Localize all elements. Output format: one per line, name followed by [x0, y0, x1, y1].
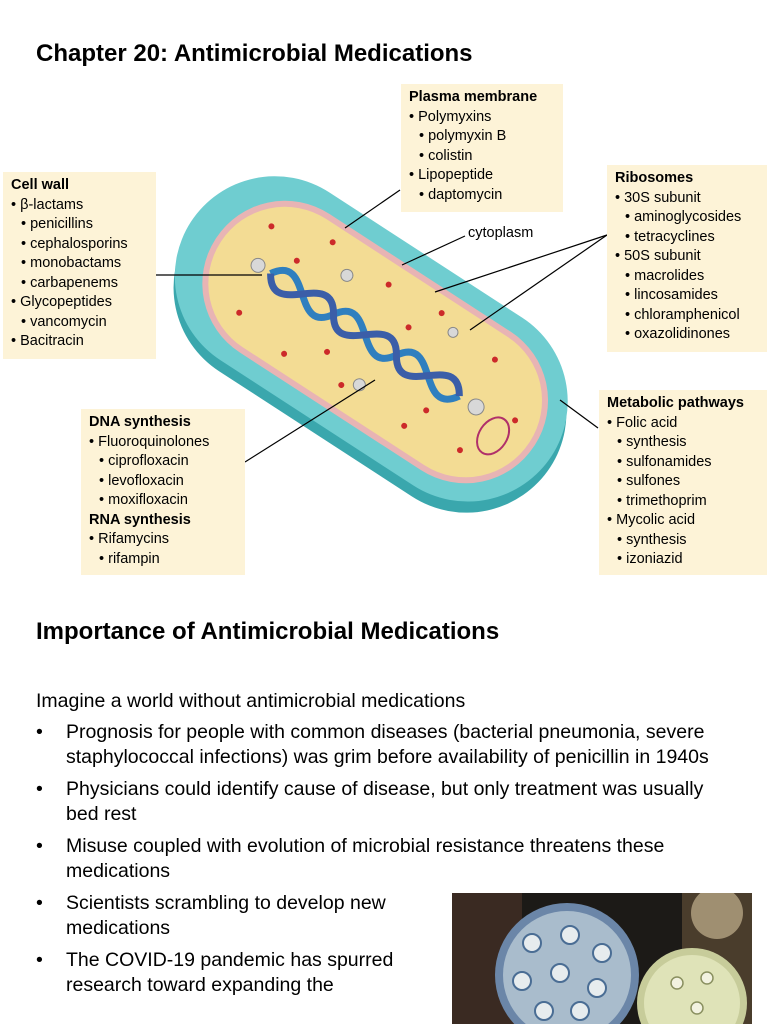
cell-wall-box: Cell wall β-lactamspenicillinscephalospo… [3, 172, 156, 359]
label-list-item: sulfones [607, 472, 759, 492]
label-list-item: 30S subunit [615, 189, 759, 209]
ribosomes-list: 30S subunitaminoglycosidestetracyclines5… [615, 189, 759, 345]
label-list-item: penicillins [11, 215, 148, 235]
label-list-item: chloramphenicol [615, 306, 759, 326]
bullet-item: Physicians could identify cause of disea… [36, 777, 736, 827]
petri-dish-photo [452, 893, 752, 1024]
label-list-item: synthesis [607, 433, 759, 453]
bullet-item: Prognosis for people with common disease… [36, 720, 736, 770]
cytoplasm-label: cytoplasm [468, 225, 533, 241]
label-list-item: rifampin [89, 550, 237, 570]
dna-rna-box: DNA synthesis Fluoroquinolonesciprofloxa… [81, 409, 245, 575]
bullet-item: Misuse coupled with evolution of microbi… [36, 834, 736, 884]
label-list-item: levofloxacin [89, 472, 237, 492]
cell-wall-heading: Cell wall [11, 176, 148, 196]
label-list-item: polymyxin B [409, 127, 555, 147]
label-list-item: β-lactams [11, 196, 148, 216]
label-list-item: Bacitracin [11, 332, 148, 352]
line-plasma-membrane [345, 190, 400, 228]
label-list-item: trimethoprim [607, 492, 759, 512]
label-list-item: cephalosporins [11, 235, 148, 255]
label-list-item: oxazolidinones [615, 325, 759, 345]
section-title: Importance of Antimicrobial Medications [36, 618, 499, 646]
label-list-item: Folic acid [607, 414, 759, 434]
label-list-item: monobactams [11, 254, 148, 274]
label-list-item: Glycopeptides [11, 293, 148, 313]
label-list-item: Polymyxins [409, 108, 555, 128]
label-list-item: moxifloxacin [89, 491, 237, 511]
cell-wall-list: β-lactamspenicillinscephalosporinsmonoba… [11, 196, 148, 352]
rna-synthesis-list: Rifamycinsrifampin [89, 530, 237, 569]
metabolic-heading: Metabolic pathways [607, 394, 759, 414]
label-list-item: vancomycin [11, 313, 148, 333]
line-ribosomes-1 [435, 235, 607, 292]
line-dna-synthesis [245, 380, 375, 462]
rna-synthesis-heading: RNA synthesis [89, 511, 237, 531]
label-list-item: ciprofloxacin [89, 452, 237, 472]
metabolic-box: Metabolic pathways Folic acidsynthesissu… [599, 390, 767, 575]
ribosomes-heading: Ribosomes [615, 169, 759, 189]
ribosomes-box: Ribosomes 30S subunitaminoglycosidestetr… [607, 165, 767, 352]
label-list-item: sulfonamides [607, 453, 759, 473]
label-list-item: aminoglycosides [615, 208, 759, 228]
label-list-item: colistin [409, 147, 555, 167]
label-list-item: synthesis [607, 531, 759, 551]
dna-synthesis-heading: DNA synthesis [89, 413, 237, 433]
line-ribosomes-2 [470, 235, 607, 330]
dna-synthesis-list: Fluoroquinolonesciprofloxacinlevofloxaci… [89, 433, 237, 511]
intro-text: Imagine a world without antimicrobial me… [36, 690, 465, 713]
label-list-item: izoniazid [607, 550, 759, 570]
plasma-membrane-heading: Plasma membrane [409, 88, 555, 108]
plasma-membrane-box: Plasma membrane Polymyxinspolymyxin Bcol… [401, 84, 563, 212]
label-list-item: Rifamycins [89, 530, 237, 550]
label-list-item: Lipopeptide [409, 166, 555, 186]
metabolic-list: Folic acidsynthesissulfonamidessulfonest… [607, 414, 759, 570]
label-list-item: Mycolic acid [607, 511, 759, 531]
plasma-membrane-list: Polymyxinspolymyxin BcolistinLipopeptide… [409, 108, 555, 206]
label-list-item: carbapenems [11, 274, 148, 294]
line-metabolic [560, 400, 598, 428]
bullet-item: The COVID-19 pandemic has spurred resear… [36, 948, 446, 998]
bullet-item: Scientists scrambling to develop new med… [36, 891, 446, 941]
label-list-item: lincosamides [615, 286, 759, 306]
label-list-item: tetracyclines [615, 228, 759, 248]
label-list-item: daptomycin [409, 186, 555, 206]
label-list-item: macrolides [615, 267, 759, 287]
line-cytoplasm [402, 236, 465, 265]
label-list-item: Fluoroquinolones [89, 433, 237, 453]
label-list-item: 50S subunit [615, 247, 759, 267]
